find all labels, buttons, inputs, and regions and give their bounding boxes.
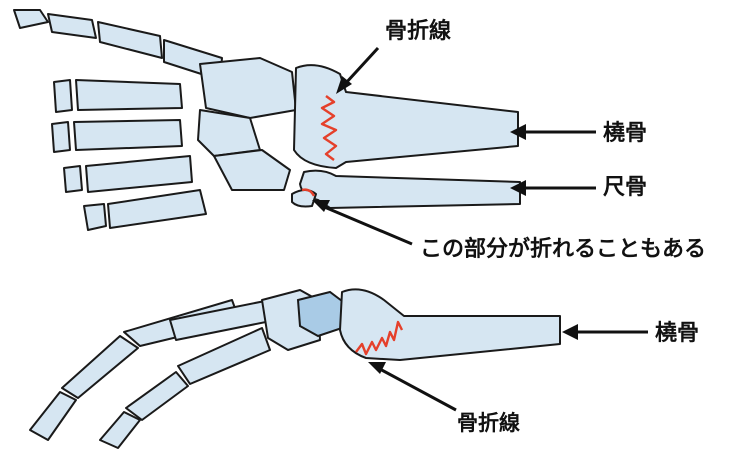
radius-label-bottom: 橈骨 [655, 321, 699, 346]
finger-side-1 [30, 392, 76, 440]
thumb-tip [84, 204, 106, 230]
ulna-label: 尺骨 [603, 175, 647, 200]
thumb-proximal [108, 190, 206, 228]
carpal-cluster-upper [200, 58, 296, 118]
carpal-cluster-lower [214, 150, 290, 190]
ulna-top [300, 171, 520, 208]
middle-finger-tip [54, 80, 72, 112]
fracture-line-label-top: 骨折線 [385, 18, 451, 44]
carpal-side-dark [298, 292, 346, 336]
note-label: この部分が折れることもある [420, 236, 706, 262]
index-middle-phalanx [48, 14, 96, 38]
little-finger-proximal [86, 156, 192, 192]
finger-side-2-mid [126, 372, 188, 420]
index-distal-phalanx [14, 10, 48, 28]
little-finger-tip [64, 166, 82, 192]
radius-bottom [340, 289, 560, 360]
finger-side-1-mid [62, 336, 138, 398]
radius-label-top: 橈骨 [603, 121, 647, 146]
ring-finger-proximal [74, 120, 182, 150]
finger-side-2 [100, 412, 140, 448]
middle-finger-proximal [76, 80, 182, 110]
index-proximal-phalanx [98, 22, 162, 58]
fracture-line-label-bottom: 骨折線 [457, 411, 520, 435]
ring-finger-tip [52, 122, 70, 152]
